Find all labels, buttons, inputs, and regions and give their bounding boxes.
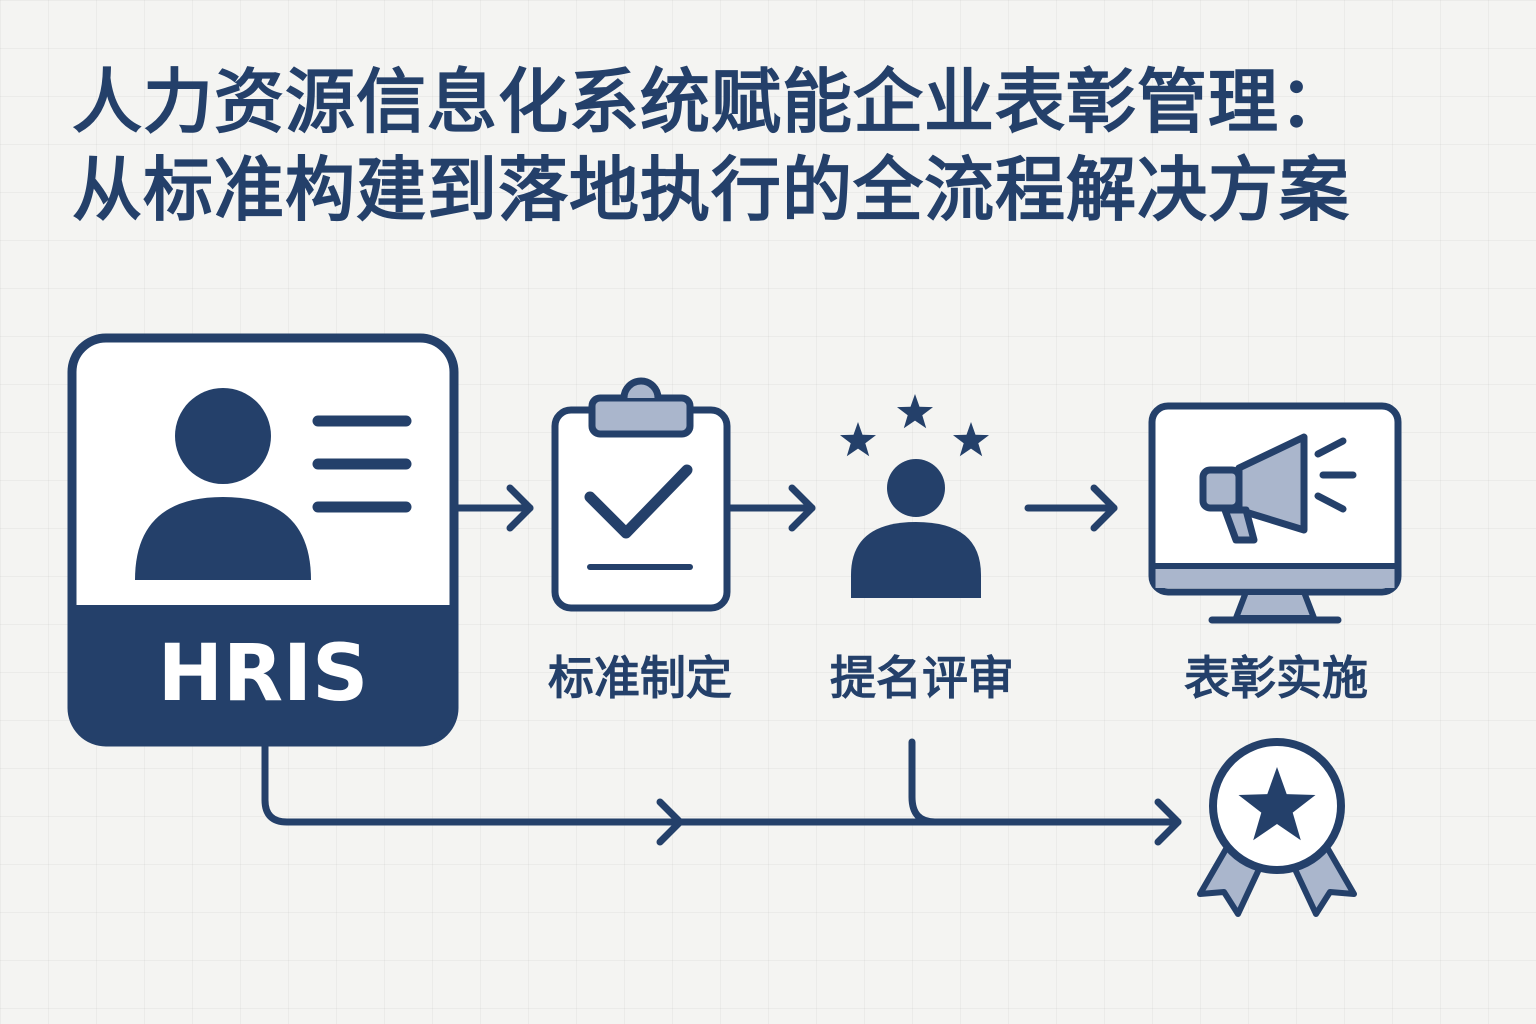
- page-title: 人力资源信息化系统赋能企业表彰管理： 从标准构建到落地执行的全流程解决方案: [72, 58, 1492, 234]
- arrow-review-to-recognition: [1024, 484, 1118, 532]
- arrow-standard-to-review: [726, 484, 816, 532]
- connector-hris-to-award: [261, 740, 1182, 846]
- step-label-review: 提名评审: [830, 651, 1014, 705]
- title-line-2: 从标准构建到落地执行的全流程解决方案: [72, 149, 1350, 231]
- title-line-1: 人力资源信息化系统赋能企业表彰管理：: [72, 61, 1350, 143]
- person-stars-icon: [840, 394, 989, 598]
- award-star-icon: [1238, 767, 1316, 841]
- monitor-megaphone-icon: [1148, 402, 1402, 624]
- star-icon-right: [953, 422, 989, 457]
- connector-review-to-line: [908, 738, 939, 826]
- star-icon-center: [897, 394, 933, 429]
- megaphone-icon: [1199, 433, 1357, 544]
- text-lines-icon: [312, 415, 412, 513]
- person-icon: [135, 388, 311, 580]
- hris-card-footer: [72, 605, 454, 742]
- clipboard-check-icon: [551, 377, 731, 612]
- award-ribbon-icon: [1197, 738, 1357, 917]
- step-label-standard: 标准制定: [548, 651, 732, 705]
- arrow-hris-to-standard: [450, 484, 534, 532]
- hris-label: HRIS: [158, 629, 369, 719]
- hris-card: HRIS: [67, 333, 459, 747]
- step-label-recognition: 表彰实施: [1184, 651, 1368, 705]
- star-icon-left: [840, 422, 876, 457]
